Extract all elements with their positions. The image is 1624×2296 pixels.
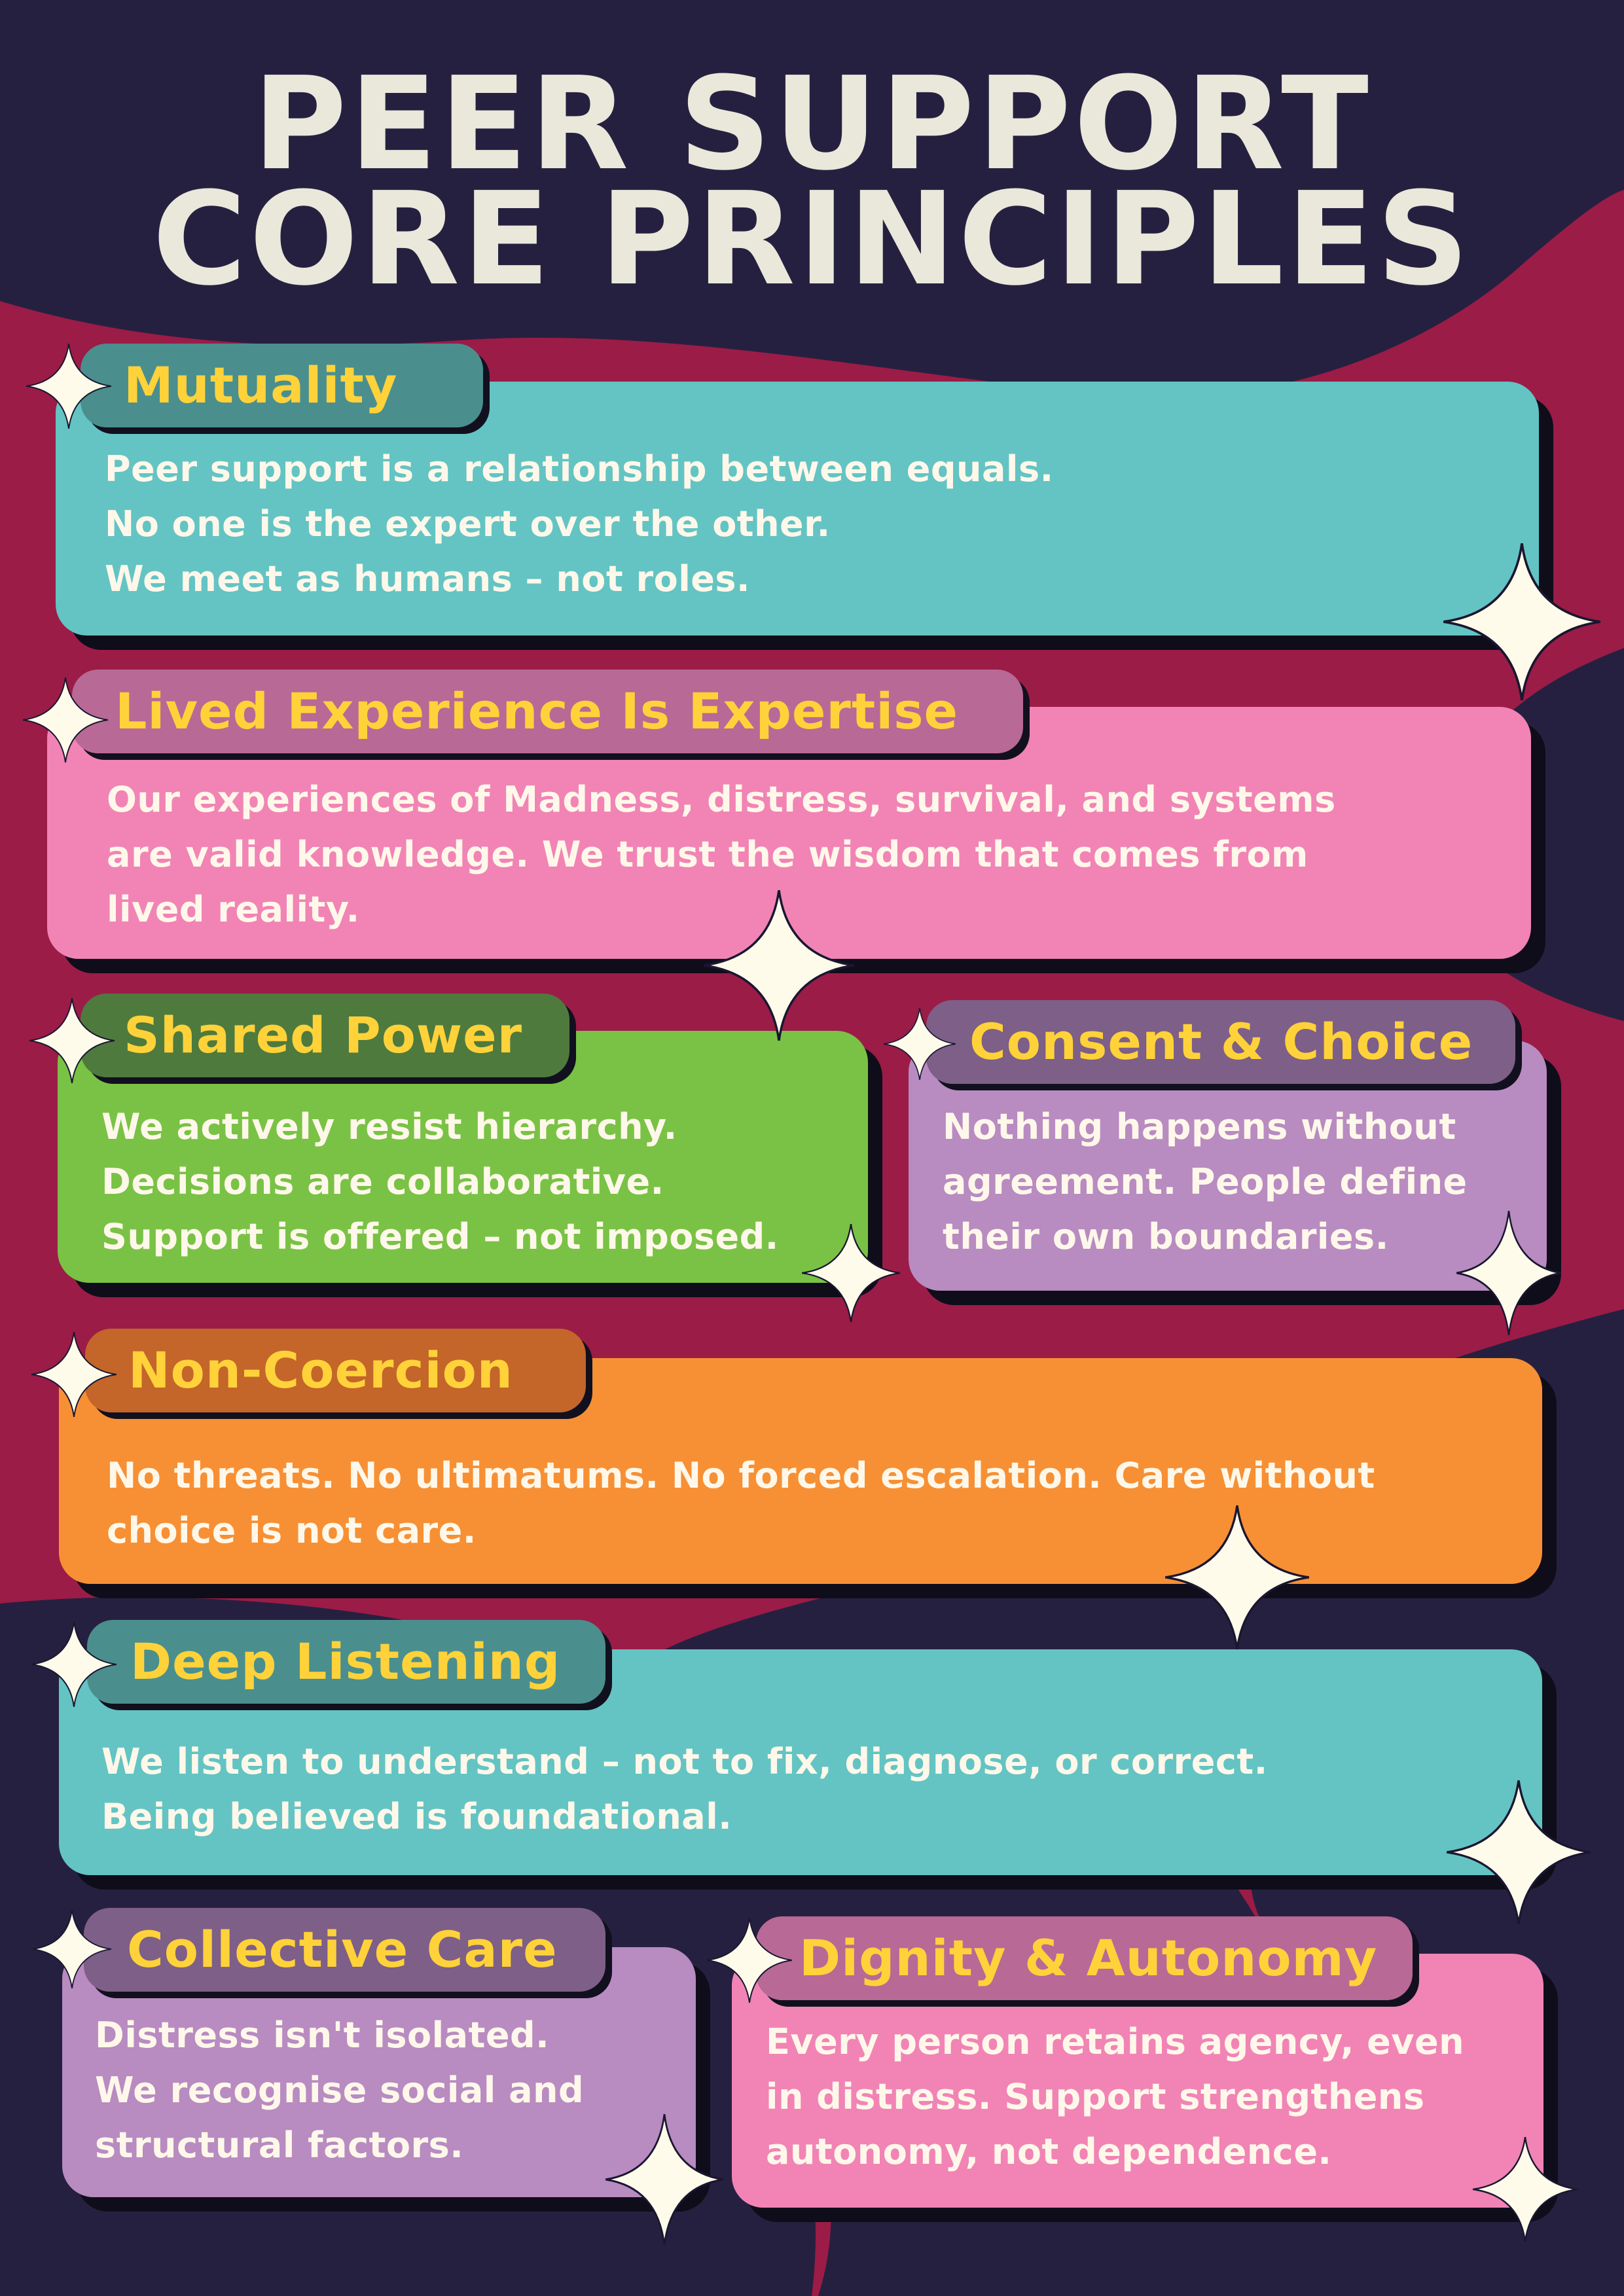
body-dignity-autonomy: Every person retains agency, even in dis…: [766, 2015, 1464, 2179]
sparkle-icon: [1456, 1211, 1561, 1335]
body-line: Distress isn't isolated.: [95, 2015, 550, 2056]
body-mutuality: Peer support is a relationship between e…: [105, 442, 1054, 607]
body-collective-care: Distress isn't isolated. We recognise so…: [95, 2008, 584, 2173]
body-line: are valid knowledge. We trust the wisdom…: [107, 834, 1308, 875]
tab-dignity-autonomy: Dignity & Autonomy: [756, 1916, 1413, 2000]
sparkle-icon: [707, 1918, 792, 2003]
body-line: lived reality.: [107, 889, 360, 930]
sparkle-icon: [29, 998, 115, 1083]
body-shared-power: We actively resist hierarchy. Decisions …: [101, 1100, 779, 1265]
tab-lived-experience: Lived Experience Is Expertise: [72, 670, 1023, 753]
body-line: Nothing happens without: [943, 1106, 1456, 1147]
sparkle-icon: [1165, 1505, 1309, 1649]
body-line: their own boundaries.: [943, 1216, 1389, 1257]
sparkle-icon: [1443, 543, 1600, 700]
body-consent-choice: Nothing happens without agreement. Peopl…: [943, 1100, 1468, 1265]
body-deep-listening: We listen to understand – not to fix, di…: [101, 1734, 1268, 1844]
sparkle-icon: [33, 1910, 111, 1988]
body-line: Peer support is a relationship between e…: [105, 448, 1054, 490]
body-lived-experience: Our experiences of Madness, distress, su…: [107, 772, 1336, 937]
body-line: We recognise social and: [95, 2070, 585, 2111]
title-line-2: CORE PRINCIPLES: [152, 165, 1472, 314]
sparkle-icon: [1447, 1780, 1591, 1924]
body-line: Being believed is foundational.: [101, 1796, 732, 1837]
body-line: in distress. Support strengthens: [766, 2076, 1425, 2117]
sparkle-icon: [26, 344, 111, 429]
body-line: agreement. People define: [943, 1161, 1468, 1202]
body-line: choice is not care.: [107, 1510, 477, 1551]
sparkle-icon: [704, 890, 854, 1041]
body-line: Every person retains agency, even: [766, 2021, 1465, 2062]
body-non-coercion: No threats. No ultimatums. No forced esc…: [107, 1448, 1375, 1558]
body-line: Support is offered – not imposed.: [101, 1216, 779, 1257]
body-line: Our experiences of Madness, distress, su…: [107, 779, 1336, 820]
magenta-blob-left: [0, 916, 71, 1342]
sparkle-icon: [884, 1008, 956, 1080]
body-line: We listen to understand – not to fix, di…: [101, 1741, 1268, 1782]
tab-non-coercion: Non-Coercion: [85, 1329, 586, 1412]
body-line: autonomy, not dependence.: [766, 2131, 1332, 2172]
body-line: Decisions are collaborative.: [101, 1161, 664, 1202]
title-line-1: PEER SUPPORT: [253, 50, 1371, 199]
sparkle-icon: [23, 677, 108, 762]
body-line: No threats. No ultimatums. No forced esc…: [107, 1455, 1375, 1496]
body-line: We actively resist hierarchy.: [101, 1106, 677, 1147]
tab-collective-care: Collective Care: [84, 1908, 605, 1992]
tab-shared-power: Shared Power: [81, 994, 569, 1077]
tab-deep-listening: Deep Listening: [87, 1620, 605, 1704]
tab-consent-choice: Consent & Choice: [926, 1000, 1515, 1084]
tab-mutuality: Mutuality: [81, 344, 483, 427]
body-line: structural factors.: [95, 2125, 464, 2166]
sparkle-icon: [31, 1332, 117, 1417]
sparkle-icon: [605, 2114, 723, 2245]
body-line: We meet as humans – not roles.: [105, 558, 751, 600]
body-line: No one is the expert over the other.: [105, 503, 831, 545]
sparkle-icon: [31, 1622, 117, 1707]
sparkle-icon: [802, 1224, 900, 1322]
sparkle-icon: [1473, 2137, 1578, 2242]
